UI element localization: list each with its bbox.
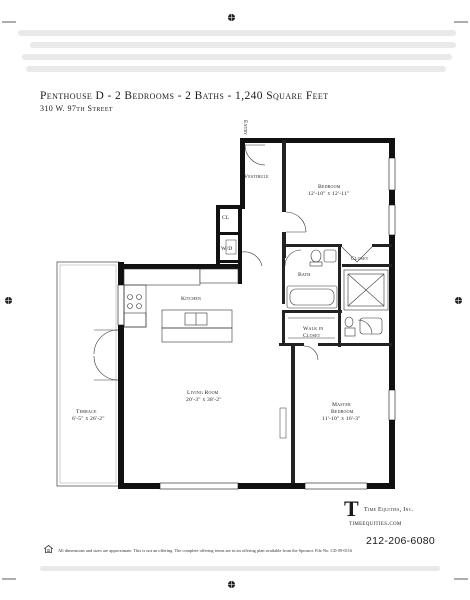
entry-label: Entry xyxy=(242,120,248,136)
interior-walls xyxy=(279,140,392,483)
terrace-outline xyxy=(56,261,120,487)
windows xyxy=(117,157,396,490)
terrace-label: Terrace xyxy=(76,409,97,415)
living-room-label: Living Room xyxy=(187,390,219,396)
closet-details xyxy=(225,239,335,439)
brand-name: Time Equities, Inc. xyxy=(364,507,414,513)
kitchen-fixtures xyxy=(123,268,239,343)
brand-logo-letter: T xyxy=(344,496,359,521)
kitchen-label: Kitchen xyxy=(181,296,202,302)
bedroom-dims: 12'-10" x 12'-11" xyxy=(308,191,350,197)
bath-fixtures xyxy=(286,249,389,337)
master-bedroom-dims: 11'-10" x 16'-3" xyxy=(322,416,361,422)
plan-title: Penthouse D - 2 Bedrooms - 2 Baths - 1,2… xyxy=(40,90,329,102)
terrace-dims: 6'-5" x 26'-2" xyxy=(72,416,105,422)
contact-phone: 212-206-6080 xyxy=(366,535,435,547)
walk-in-closet-label-2: Closet xyxy=(303,333,321,339)
doors xyxy=(93,144,373,381)
cl-label: CL xyxy=(222,215,230,221)
registration-mark-top-icon xyxy=(227,13,236,22)
living-room-dims: 20'-3" x 38'-2" xyxy=(186,397,222,403)
bedroom-label: Bedroom xyxy=(318,184,341,190)
exterior-walls xyxy=(118,138,395,489)
registration-mark-right-icon xyxy=(454,296,463,305)
wd-label: W/D xyxy=(221,246,233,252)
registration-mark-left-icon xyxy=(4,296,13,305)
walk-in-closet-label-1: Walk in xyxy=(303,326,324,332)
vestibule-label: Vestibule xyxy=(244,174,269,180)
brand-website: timeequities.com xyxy=(349,519,402,527)
master-bedroom-label-1: Master xyxy=(332,402,351,408)
master-bedroom-label-2: Bedroom xyxy=(331,409,354,415)
legal-disclaimer: All dimensions and sizes are approximate… xyxy=(58,548,353,553)
closet-label: Closet xyxy=(351,256,369,262)
equal-housing-icon xyxy=(44,545,53,553)
registration-mark-bottom-icon xyxy=(227,580,236,589)
bath-label: Bath xyxy=(298,272,311,278)
plan-address: 310 W. 97th Street xyxy=(40,104,113,113)
